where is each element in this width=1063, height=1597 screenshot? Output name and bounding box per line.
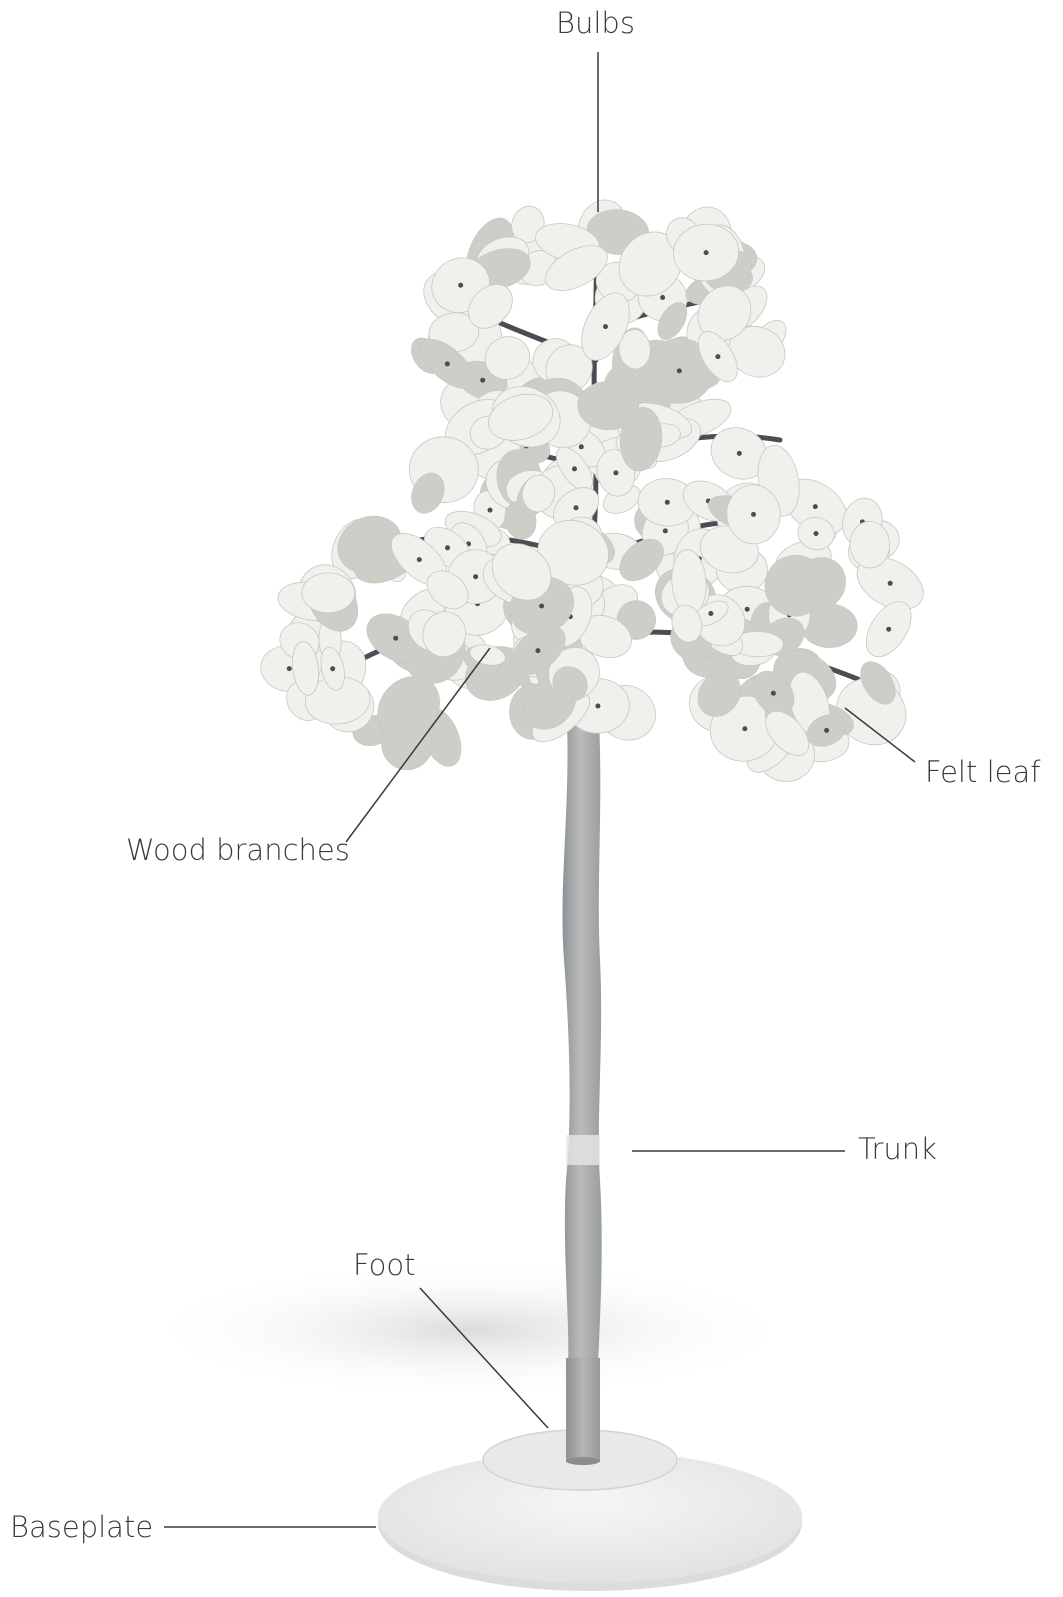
leaf-pin xyxy=(708,611,713,616)
label-trunk: Trunk xyxy=(858,1135,937,1164)
leaf-pin xyxy=(393,636,398,641)
floor-shadow xyxy=(140,1260,800,1400)
leaf-pin xyxy=(287,666,292,671)
leaf-pin xyxy=(572,466,577,471)
leaf-pin xyxy=(751,512,756,517)
leaf-pin xyxy=(888,581,893,586)
label-felt-leaf: Felt leaf xyxy=(925,758,1040,787)
leaf-pin xyxy=(814,531,819,536)
leaf-pin xyxy=(473,574,478,579)
leaf-pin xyxy=(737,451,742,456)
leaf-pin xyxy=(665,500,670,505)
leaf-pin xyxy=(539,604,544,609)
leaf-pin xyxy=(488,508,493,513)
leaf-pin xyxy=(445,545,450,550)
leaf-pin xyxy=(742,726,747,731)
leaf-pin xyxy=(886,627,891,632)
leaf-pin xyxy=(613,470,618,475)
felt-leaf-disc xyxy=(850,521,890,568)
trunk-joint xyxy=(566,1135,600,1165)
leaf-pin xyxy=(677,368,682,373)
leaf-pin xyxy=(445,361,450,366)
label-baseplate: Baseplate xyxy=(10,1513,153,1542)
trunk-shape xyxy=(562,700,601,1365)
felt-leaf-disc xyxy=(302,573,355,613)
leaf-pin xyxy=(771,691,776,696)
leaf-pin xyxy=(704,250,709,255)
leaf-pin xyxy=(663,528,668,533)
leaf-pin xyxy=(595,704,600,709)
leaf-pin xyxy=(458,283,463,288)
leaf-pin xyxy=(813,504,818,509)
leaf-pin xyxy=(480,378,485,383)
leaf-pin xyxy=(603,324,608,329)
leaf-pin xyxy=(824,728,829,733)
leaf-pin xyxy=(579,444,584,449)
foot-shape xyxy=(566,1358,600,1462)
leaf-pin xyxy=(535,648,540,653)
leaf-pin xyxy=(745,607,750,612)
label-foot: Foot xyxy=(353,1251,416,1280)
label-wood-branches: Wood branches xyxy=(126,836,350,865)
leaf-pin xyxy=(330,666,335,671)
label-bulbs: Bulbs xyxy=(556,9,635,38)
leaf-pin xyxy=(417,557,422,562)
leaf-pin xyxy=(715,354,720,359)
leaf-pin xyxy=(660,295,665,300)
leaf-pin xyxy=(574,505,579,510)
